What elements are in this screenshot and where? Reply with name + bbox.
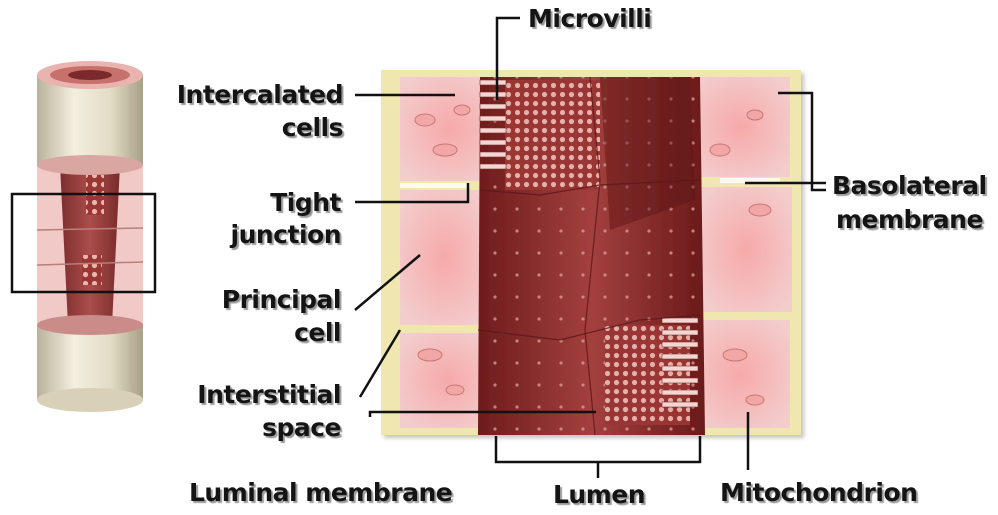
label-principal-line1: Principal [222,285,341,315]
label-interstitial-line1: Interstitial [197,380,341,410]
tubule-overview [12,61,155,412]
label-mitochondrion: Mitochondrion [720,478,917,508]
cell-block [381,70,801,435]
label-interstitial-line2: space [262,413,341,443]
label-lumen: Lumen [553,480,645,510]
label-intercalated-line1: Intercalated [177,80,343,110]
label-microvilli: Microvilli [528,4,651,34]
label-basolateral-line1: Basolateral [832,171,987,201]
label-tight-line1: Tight [270,188,341,218]
label-luminal-membrane: Luminal membrane [189,478,452,508]
label-tight-line2: junction [231,220,341,250]
label-basolateral-line2: membrane [836,205,983,235]
label-intercalated-line2: cells [282,113,343,143]
label-principal-line2: cell [294,318,341,348]
